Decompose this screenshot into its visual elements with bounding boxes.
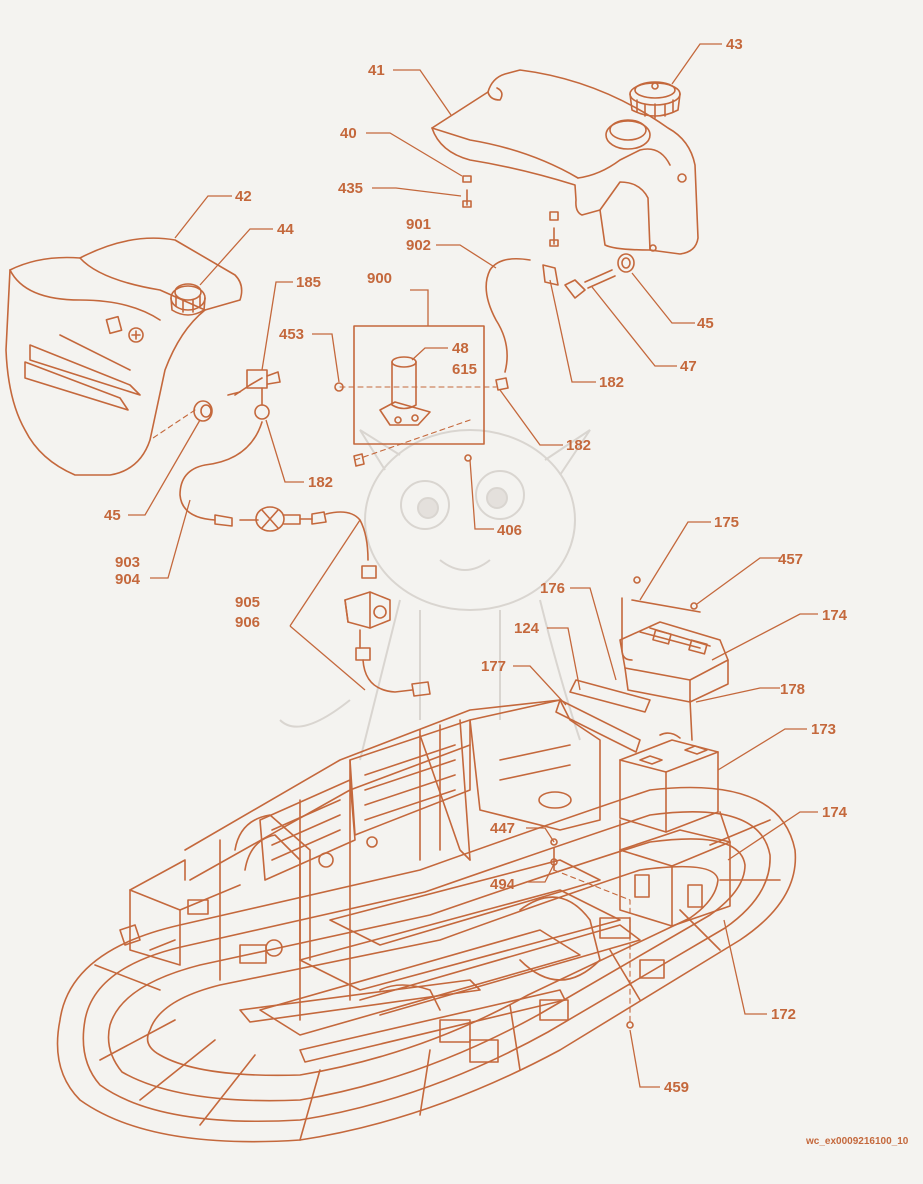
fuel-tank-left [5,237,243,476]
screw-assembly [462,175,559,247]
battery-tray [619,811,731,927]
chassis-frame [56,699,797,1143]
fuel-filter [239,506,327,532]
callout-902: 902 [406,237,431,254]
callout-901: 901 [406,216,431,233]
callout-615: 615 [452,361,477,378]
callout-906: 906 [235,614,260,631]
callout-900: 900 [367,270,392,287]
callout-43: 43 [726,36,743,53]
callout-182-left: 182 [308,474,333,491]
callout-494: 494 [490,876,516,893]
callout-173: 173 [811,721,836,738]
battery-hold-down [619,621,729,703]
fuel-hose-upper [485,257,531,373]
callout-435: 435 [338,180,363,197]
callout-182-mid: 182 [566,437,591,454]
battery [619,732,719,833]
tank-fitting-left [149,400,213,441]
hold-down-rod [621,576,701,741]
fuel-cap-left [170,283,206,316]
fuel-pump-box [334,325,509,467]
callout-178: 178 [780,681,805,698]
callout-124: 124 [514,620,540,637]
document-id: wc_ex0009216100_10 [805,1136,909,1147]
callout-457: 457 [778,551,803,568]
fuel-pump-assembly [325,511,431,697]
callout-447: 447 [490,820,515,837]
fuel-cap-top [629,81,681,119]
callout-904: 904 [115,571,141,588]
callout-45-left: 45 [104,507,121,524]
callout-903: 903 [115,554,140,571]
watermark-mascot [279,429,591,761]
callout-453: 453 [279,326,304,343]
leader-lines [128,43,818,1088]
callout-41: 41 [368,62,385,79]
callout-174-lower: 174 [822,804,848,821]
callout-labels: 41 43 40 435 42 44 901 902 900 185 453 4… [104,36,909,1147]
callout-47: 47 [680,358,697,375]
callout-45-right: 45 [697,315,714,332]
callout-177: 177 [481,658,506,675]
callout-174-upper: 174 [822,607,848,624]
callout-176: 176 [540,580,565,597]
callout-905: 905 [235,594,260,611]
callout-175: 175 [714,514,739,531]
callout-172: 172 [771,1006,796,1023]
callout-406: 406 [497,522,522,539]
callout-44: 44 [277,221,294,238]
fuel-valve [227,369,281,420]
callout-459: 459 [664,1079,689,1096]
callout-48: 48 [452,340,469,357]
callout-185: 185 [296,274,321,291]
fuel-tank-top [431,69,699,255]
callout-182-upper: 182 [599,374,624,391]
callout-42: 42 [235,188,252,205]
callout-40: 40 [340,125,357,142]
fuel-hose-lower-left [179,421,263,527]
battery-strap [555,679,651,753]
tank-fitting [542,253,635,299]
